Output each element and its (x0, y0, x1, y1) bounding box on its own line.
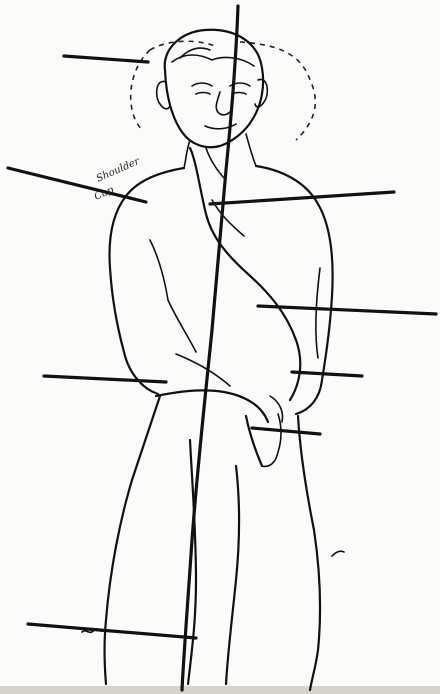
scan-edge (0, 686, 440, 694)
